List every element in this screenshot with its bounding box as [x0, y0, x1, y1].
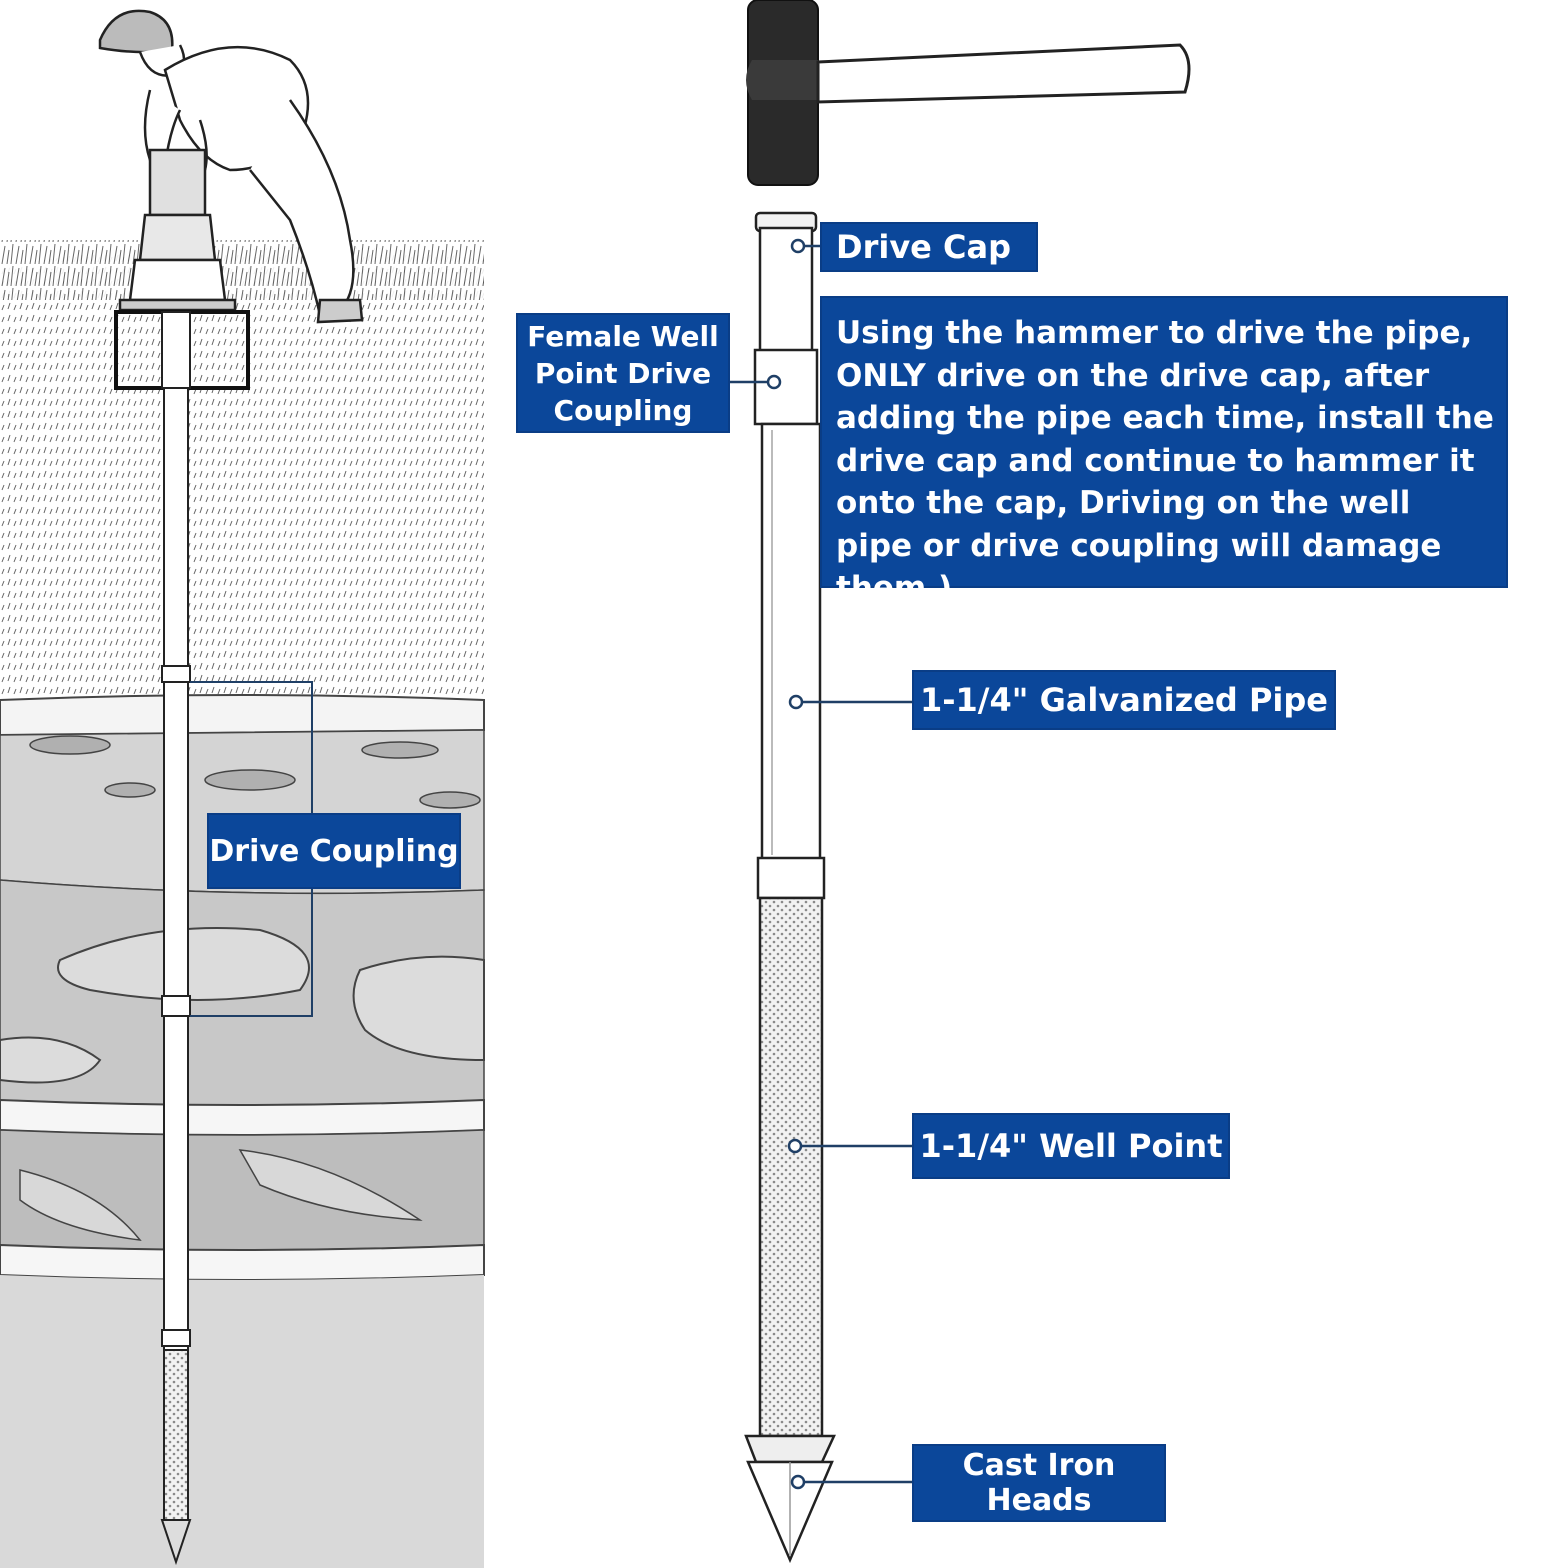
drive-coupling-leaders: [190, 681, 313, 1017]
right-leader-lines: [730, 238, 912, 1490]
hammering-note: Using the hammer to drive the pipe, ONLY…: [820, 296, 1508, 606]
drive-cap-label: Drive Cap: [820, 222, 1038, 272]
drive-coupling-text: Drive Coupling: [209, 833, 459, 869]
left-pipe: [160, 311, 192, 1566]
galvanized-pipe-label: 1-1/4" Galvanized Pipe: [912, 670, 1336, 730]
female-coupling-line-2: Point Drive: [534, 356, 712, 390]
hammering-note-text: Using the hammer to drive the pipe, ONLY…: [836, 315, 1494, 606]
drive-cap-text: Drive Cap: [836, 228, 1011, 266]
female-coupling-line-3: Coupling: [553, 393, 693, 427]
drive-coupling-label: Drive Coupling: [207, 813, 461, 889]
worker-illustration: [98, 9, 364, 324]
well-point-label: 1-1/4" Well Point: [912, 1113, 1230, 1179]
ground-cross-section: [0, 240, 485, 1568]
galvanized-pipe-text: 1-1/4" Galvanized Pipe: [919, 681, 1328, 719]
well-point-text: 1-1/4" Well Point: [919, 1127, 1223, 1165]
female-coupling-line-1: Female Well: [527, 319, 719, 353]
sledgehammer-icon: [746, 0, 1191, 186]
cast-iron-heads-label: Cast Iron Heads: [912, 1444, 1166, 1522]
female-coupling-label: Female Well Point Drive Coupling: [516, 313, 730, 433]
cast-iron-heads-text: Cast Iron Heads: [962, 1448, 1116, 1518]
